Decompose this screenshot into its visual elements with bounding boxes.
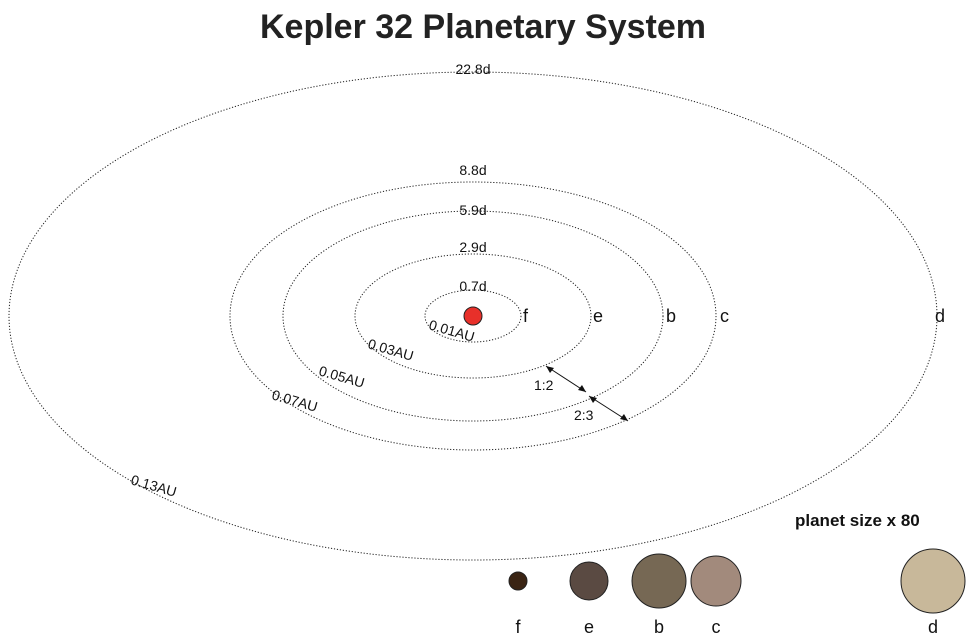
legend-planet-c [690,555,742,607]
resonance-arrow-1-2 [545,365,587,393]
distance-label-e: 0.03AU [366,336,415,364]
orbit-d [8,71,938,561]
legend-label-f: f [515,617,521,637]
orbit-f [424,289,522,343]
period-label-c: 8.8d [459,162,486,178]
legend-planet-f [508,571,528,591]
page-title: Kepler 32 Planetary System [260,8,706,46]
planet-label-e: e [593,306,603,326]
legend-label-c: c [712,617,721,637]
distance-label-c: 0.07AU [270,387,319,415]
legend-planet-d [900,548,966,614]
orbit-c [229,181,717,451]
legend-planet-e [569,561,609,601]
star-kepler-32 [463,306,483,326]
legend-label-e: e [584,617,594,637]
legend-label-b: b [654,617,664,637]
resonance-arrow-2-3 [588,395,629,422]
legend-planet-b [631,553,687,609]
period-label-f: 0.7d [459,278,486,294]
period-label-b: 5.9d [459,202,486,218]
distance-label-b: 0.05AU [317,363,366,391]
legend-title: planet size x 80 [795,511,920,530]
distance-label-d: 0.13AU [129,472,178,500]
planet-label-b: b [666,306,676,326]
legend-label-d: d [928,617,938,637]
orbit-b [282,210,664,422]
period-label-e: 2.9d [459,239,486,255]
resonance-label-1-2: 1:2 [534,377,554,393]
orbit-e [354,253,592,379]
resonance-label-2-3: 2:3 [574,407,594,423]
planet-label-f: f [523,306,529,326]
period-label-d: 22.8d [455,61,490,77]
planet-label-d: d [935,306,945,326]
planet-label-c: c [720,306,729,326]
